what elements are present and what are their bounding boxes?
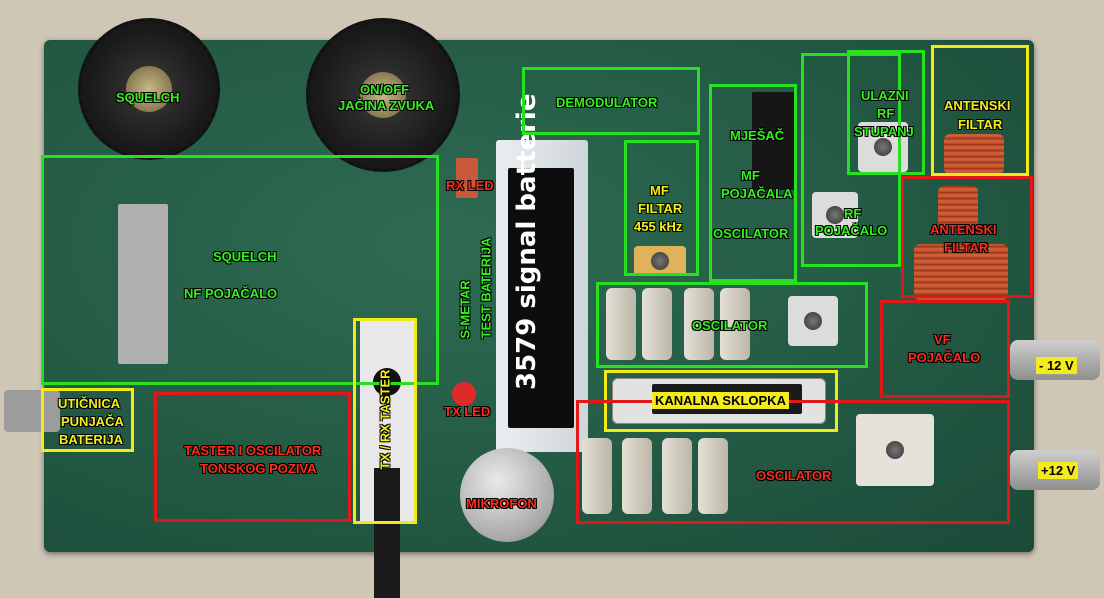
label-volume: JAČINA ZVUKA xyxy=(338,98,435,113)
tx-led xyxy=(452,382,476,406)
label-mf-pojacala-1: MF xyxy=(741,168,760,183)
antenna-coil-top xyxy=(944,134,1004,174)
label-mf-filtar-2: FILTAR xyxy=(638,201,683,216)
label-uticnica-1: UTIČNICA xyxy=(58,396,121,411)
label-antenski-red-1: ANTENSKI xyxy=(930,222,997,237)
crystal xyxy=(698,438,728,514)
tx-rx-switch xyxy=(360,318,414,598)
tx-rx-box xyxy=(353,318,417,524)
label-mf-filtar-3: 455 kHz xyxy=(634,219,683,234)
charger-jack xyxy=(4,390,60,432)
label-smetar-1: S-METAR xyxy=(457,280,473,339)
label-ulazni-1: ULAZNI xyxy=(861,88,909,103)
label-rf-pojacalo-2: POJAČALO xyxy=(815,223,888,238)
label-taster-2: TONSKOG POZIVA xyxy=(200,461,317,476)
antenna-filter-red-box xyxy=(901,176,1033,298)
label-vf-pojacalo-1: VF xyxy=(934,332,951,347)
label-rf-pojacalo-1: RF xyxy=(844,206,862,221)
crystal xyxy=(582,438,612,514)
microphone xyxy=(460,448,554,542)
crystal xyxy=(720,288,750,360)
squelch-nf-box xyxy=(41,155,439,385)
label-onoff: ON/OFF xyxy=(360,82,410,97)
antenna-filter-top-box xyxy=(931,45,1029,176)
crystal xyxy=(622,438,652,514)
label-antenski-top-1: ANTENSKI xyxy=(944,98,1011,113)
crystal xyxy=(684,288,714,360)
bottom-oscillator-box xyxy=(576,400,1010,524)
label-oscilator-crystals: OSCILATOR xyxy=(692,318,768,333)
mf-filter-can xyxy=(634,246,686,276)
label-uticnica-2: PUNJAČA xyxy=(61,414,124,429)
label-squelch-nf-2: NF POJAČALO xyxy=(184,286,278,301)
label-kanalna-sklopka: KANALNA SKLOPKA xyxy=(652,392,789,409)
rf-amp-trimmer xyxy=(812,192,858,238)
label-tx-led: TX LED xyxy=(444,404,491,419)
label-vf-pojacalo-2: POJAČALO xyxy=(908,350,981,365)
label-squelch-nf-1: SQUELCH xyxy=(213,249,277,264)
squelch-knob xyxy=(78,18,220,160)
label-rx-led: RX LED xyxy=(446,178,494,193)
label-antenski-top-2: FILTAR xyxy=(958,117,1003,132)
bottom-oscillator-trimmer xyxy=(856,414,934,486)
mixer-mf-oscillator-box xyxy=(709,84,797,282)
s-meter: 3579 signal batterie xyxy=(496,94,588,452)
crystal-oscillator-box xyxy=(596,282,868,368)
rx-led xyxy=(456,158,478,198)
label-demodulator: DEMODULATOR xyxy=(556,95,658,110)
label-oscilator-bottom: OSCILATOR xyxy=(756,468,832,483)
antenna-coil-bottom xyxy=(914,244,1008,300)
demodulator-box xyxy=(522,67,700,135)
crystal xyxy=(606,288,636,360)
crystal xyxy=(662,438,692,514)
label-minus12: - 12 V xyxy=(1036,357,1077,374)
label-ulazni-2: RF xyxy=(877,106,895,121)
label-mf-pojacala-2: POJAČALA xyxy=(721,186,793,201)
label-plus12: +12 V xyxy=(1038,462,1079,479)
label-tx-rx-taster: TX / RX TASTER xyxy=(377,369,393,470)
label-taster-1: TASTER I OSCILATOR xyxy=(184,443,322,458)
vf-amp-box xyxy=(880,300,1010,398)
label-oscilator-ic: OSCILATOR xyxy=(713,226,789,241)
label-ulazni-3: STUPANJ xyxy=(854,124,914,139)
crystal xyxy=(642,288,672,360)
charger-jack-box xyxy=(41,388,134,452)
meter-text: 3579 signal batterie xyxy=(512,93,542,390)
volume-knob xyxy=(306,18,460,172)
rf-amp-box xyxy=(801,53,901,267)
label-smetar-2: TEST BATERIJA xyxy=(478,237,494,339)
antenna-coil-mid xyxy=(938,186,978,228)
tone-oscillator-box xyxy=(154,392,351,522)
label-squelch-knob: SQUELCH xyxy=(116,90,180,105)
label-antenski-red-2: FILTAR xyxy=(944,240,989,255)
label-mjesac: MJEŠAČ xyxy=(730,128,785,143)
label-mf-filtar-1: MF xyxy=(650,183,669,198)
label-uticnica-3: BATERIJA xyxy=(59,432,124,447)
label-mikrofon: MIKROFON xyxy=(466,496,537,511)
oscillator-trimmer xyxy=(788,296,838,346)
mf-filter-box xyxy=(624,140,699,276)
mixer-chip xyxy=(752,92,796,190)
input-rf-stage-box xyxy=(847,50,925,175)
heatsink xyxy=(118,204,168,364)
